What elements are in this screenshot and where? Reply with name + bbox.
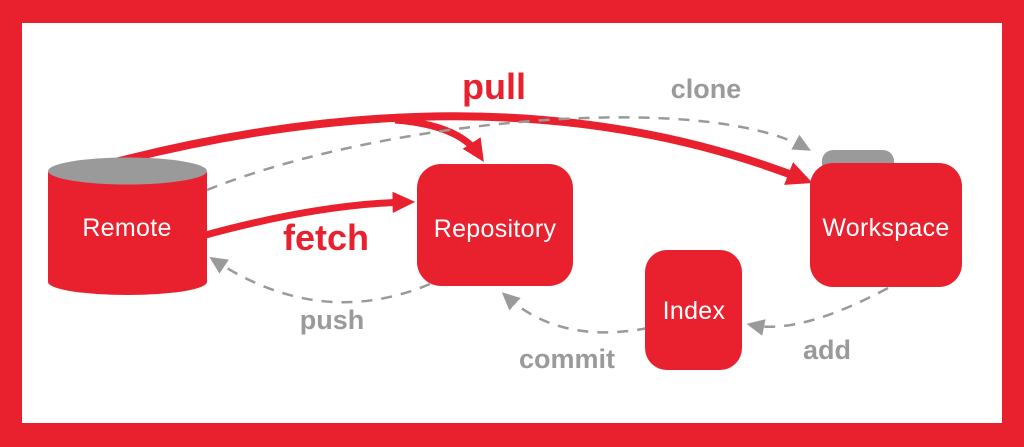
workspace-folder-body [810,163,962,287]
repository-box [417,164,573,286]
edge-commit-arrow [501,292,649,334]
node-repository-label: Repository [434,215,557,243]
edge-fetch-label: fetch [283,217,369,258]
edge-push-arrow [209,256,431,304]
node-workspace: Workspace [810,150,962,287]
node-index: Index [645,250,742,370]
node-remote: Remote [48,157,207,295]
edge-push-label: push [300,305,365,335]
edge-clone-arrow [206,116,811,192]
edge-add-label: add [803,335,851,365]
edge-pull-branch-arrow [394,116,484,162]
edge-clone-label: clone [671,74,742,104]
edge-pull-arrow [98,112,813,185]
edge-commit-label: commit [519,344,615,374]
node-index-label: Index [663,297,726,325]
node-workspace-label: Workspace [822,214,949,242]
index-box [645,250,742,370]
node-remote-label: Remote [82,214,171,242]
remote-cylinder-top [48,157,207,185]
edge-pull-label: pull [462,66,526,107]
edge-add-arrow [746,286,889,336]
node-repository: Repository [417,164,573,286]
edge-fetch-arrow [201,191,416,240]
remote-cylinder-body [48,172,207,295]
